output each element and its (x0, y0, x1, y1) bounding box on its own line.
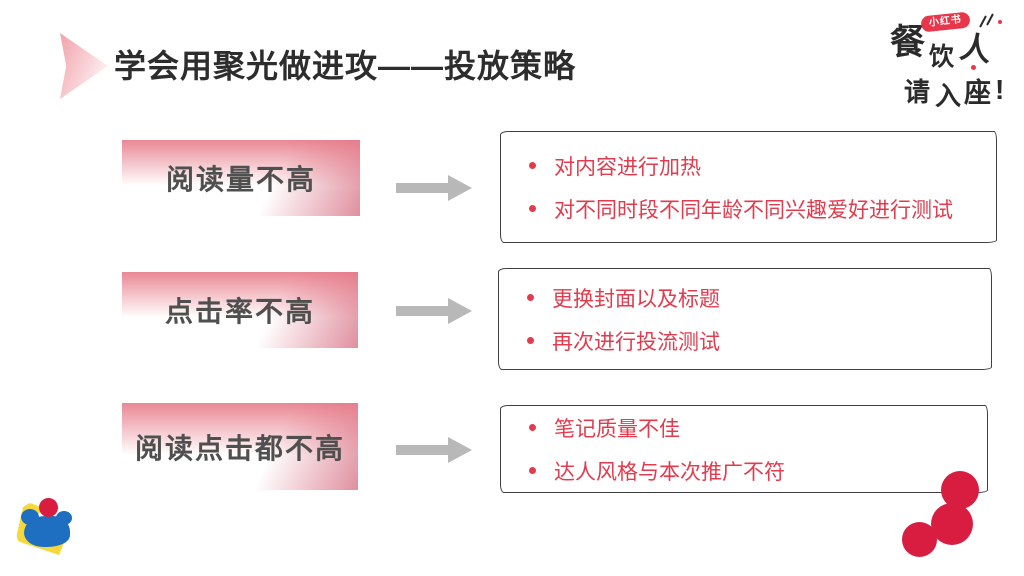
blue-blob-icon (21, 509, 72, 547)
bullet-dot-icon (529, 205, 536, 212)
arrow-body (396, 445, 450, 455)
red-circle-icon (941, 471, 979, 509)
logo-char: 入 (935, 81, 962, 111)
list-item: 更换封面以及标题 (527, 283, 983, 313)
logo-char: 人 (957, 29, 994, 68)
logo-char: 餐 (890, 23, 926, 62)
bullet-dot-icon (529, 162, 536, 169)
xiaohongshu-canyin-logo: 小红书 餐 饮 人 请 入 座 ! (885, 8, 1020, 123)
arrow-right-icon (396, 175, 472, 201)
list-item: 对不同时段不同年龄不同兴趣爱好进行测试 (529, 194, 988, 224)
bullet-dot-icon (529, 424, 536, 431)
bullet-text: 对不同时段不同年龄不同兴趣爱好进行测试 (554, 198, 953, 222)
arrow-right-icon (396, 298, 472, 324)
logo-char: ! (995, 74, 1005, 105)
red-circle-icon (931, 503, 973, 545)
red-circle-icon (902, 522, 937, 557)
solution-box-low-reads: 对内容进行加热 对不同时段不同年龄不同兴趣爱好进行测试 (500, 131, 997, 243)
arrow-body (396, 183, 450, 193)
chopsticks-icon (986, 13, 994, 26)
arrow-head (448, 437, 472, 463)
bullet-dot-icon (529, 467, 536, 474)
red-circle-icon (39, 498, 58, 517)
bullet-text: 达人风格与本次推广不符 (554, 460, 785, 484)
list-item: 达人风格与本次推广不符 (529, 456, 979, 486)
list-item: 对内容进行加热 (529, 151, 988, 181)
bullet-text: 再次进行投流测试 (552, 330, 720, 354)
problem-label: 阅读量不高 (165, 164, 316, 195)
chevron-right-icon (60, 33, 108, 99)
list-item: 再次进行投流测试 (527, 326, 983, 356)
arrow-body (396, 306, 450, 316)
logo-char: 座 (964, 78, 991, 108)
bullet-text: 对内容进行加热 (554, 155, 701, 179)
arrow-right-icon (396, 437, 472, 463)
problem-box-both-low: 阅读点击都不高 (122, 403, 358, 490)
bullet-dot-icon (527, 337, 534, 344)
logo-char: 饮 (929, 43, 955, 71)
arrow-head (448, 175, 472, 201)
chopsticks-icon (979, 15, 987, 28)
solution-box-both-low: 笔记质量不佳 达人风格与本次推广不符 (500, 405, 988, 493)
page-title: 学会用聚光做进攻——投放策略 (114, 48, 577, 84)
solution-box-low-ctr: 更换封面以及标题 再次进行投流测试 (498, 268, 992, 370)
list-item: 笔记质量不佳 (529, 413, 979, 443)
problem-box-low-ctr: 点击率不高 (122, 272, 358, 348)
problem-box-low-reads: 阅读量不高 (122, 140, 360, 216)
bullet-text: 更换封面以及标题 (552, 287, 720, 311)
problem-label: 阅读点击都不高 (134, 432, 345, 464)
bullet-dot-icon (527, 294, 534, 301)
decoration-bottom-left (14, 496, 78, 560)
problem-label: 点击率不高 (164, 296, 315, 327)
bullet-text: 笔记质量不佳 (554, 417, 680, 441)
red-dot-accent (971, 65, 976, 70)
logo-char: 请 (904, 77, 931, 107)
red-dot-accent (998, 20, 1002, 24)
arrow-head (448, 298, 472, 324)
